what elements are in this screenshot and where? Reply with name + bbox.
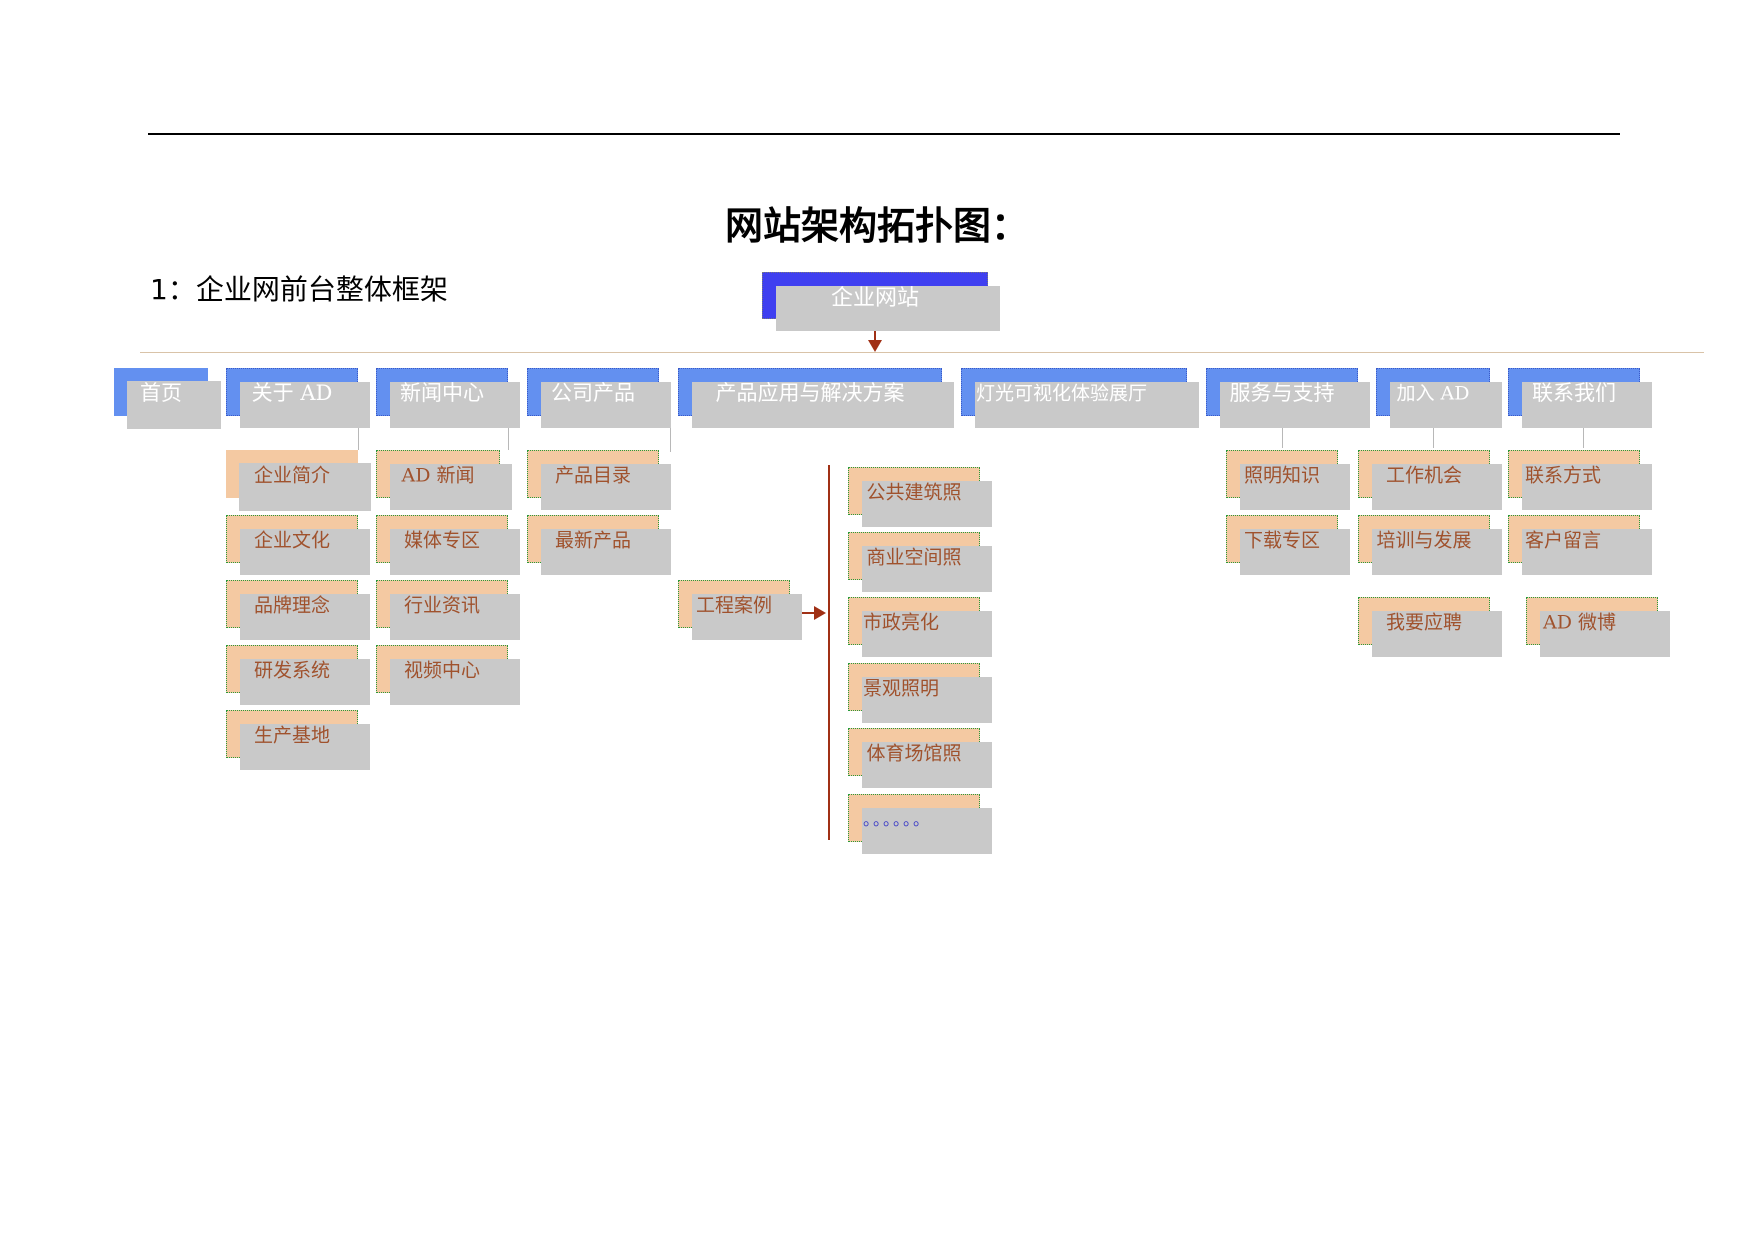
root-arrow [868,340,882,352]
case-item-label: 。。。。。。 [863,810,932,829]
about-item: 研发系统 [226,645,370,705]
category-contact-label: 联系我们 [1532,381,1616,405]
service-item: 下载专区 [1226,515,1350,575]
news-item: AD 新闻 [376,450,512,510]
category-showroom: 灯光可视化体验展厅 [961,368,1199,428]
news-item-label: 行业资讯 [403,594,480,617]
category-about: 关于 AD [226,368,370,428]
case-item: 景观照明 [848,663,992,723]
case-item: 体育场馆照 [848,728,992,788]
case-item-label: 景观照明 [863,677,940,700]
case-item: 公共建筑照 [848,467,992,527]
service-item-label: 照明知识 [1243,464,1320,487]
contact-item-label: 客户留言 [1525,529,1602,552]
product-item: 最新产品 [527,515,671,575]
case-item: 市政亮化 [848,597,992,657]
category-bus-line [140,352,1704,353]
product-item: 产品目录 [527,450,671,510]
contact-item: AD 微博 [1526,597,1670,657]
category-home: 首页 [114,368,221,429]
solutions-item-label: 工程案例 [695,594,772,617]
news-item-label: 媒体专区 [403,529,480,552]
join-item: 工作机会 [1358,450,1502,510]
about-item: 企业文化 [226,515,370,575]
about-item: 企业简介 [226,450,371,511]
contact-item: 联系方式 [1508,450,1652,510]
news-item: 行业资讯 [376,580,520,640]
category-join-label: 加入 AD [1396,382,1470,405]
category-about-label: 关于 AD [251,381,333,405]
case-item-label: 商业空间照 [866,546,962,569]
news-drop-line [508,426,509,450]
category-home-label: 首页 [140,381,182,405]
contact-item-label: 联系方式 [1525,464,1602,487]
about-item: 生产基地 [226,710,370,770]
case-arrow [814,606,826,620]
product-item-label: 最新产品 [554,529,631,552]
contact-item-label: AD 微博 [1543,611,1616,634]
news-item-label: AD 新闻 [401,464,475,487]
root-node-label: 企业网站 [830,285,919,311]
join-item-label: 工作机会 [1385,464,1462,487]
root-node: 企业网站 [762,272,1000,331]
category-service: 服务与支持 [1206,368,1370,428]
root-connector [874,320,876,342]
category-contact: 联系我们 [1508,368,1652,428]
case-item: 。。。。。。 [848,794,992,854]
category-showroom-label: 灯光可视化体验展厅 [976,382,1148,405]
about-item-label: 生产基地 [253,724,330,747]
category-news-label: 新闻中心 [400,381,484,405]
header-rule [148,133,1620,135]
category-service-label: 服务与支持 [1229,381,1335,405]
about-item-label: 品牌理念 [253,594,330,617]
service-drop-line [1282,426,1283,448]
news-item: 视频中心 [376,645,520,705]
about-item: 品牌理念 [226,580,370,640]
case-item-label: 体育场馆照 [866,742,962,765]
about-item-label: 企业文化 [253,529,330,552]
about-item-label: 企业简介 [253,464,330,487]
case-item-label: 市政亮化 [863,611,940,634]
news-item: 媒体专区 [376,515,520,575]
about-drop-line [358,426,359,450]
page-title: 网站架构拓扑图： [724,204,1029,248]
case-item-label: 公共建筑照 [866,481,962,504]
service-item-label: 下载专区 [1243,529,1320,552]
about-item-label: 研发系统 [253,659,330,682]
join-item: 培训与发展 [1358,515,1502,575]
case-connector [792,612,816,614]
case-item: 商业空间照 [848,532,992,592]
contact-item: 客户留言 [1508,515,1652,575]
join-drop-line [1433,426,1434,448]
products-drop-line [670,422,671,452]
contact-drop-line [1583,426,1584,448]
product-item-label: 产品目录 [554,464,631,487]
join-item: 我要应聘 [1358,597,1502,657]
news-item-label: 视频中心 [403,659,480,682]
category-products: 公司产品 [527,368,671,428]
join-item-label: 我要应聘 [1385,611,1462,634]
join-item-label: 培训与发展 [1376,529,1472,552]
category-products-label: 公司产品 [551,381,635,405]
section-heading: 1：企业网前台整体框架 [150,273,448,306]
solutions-item: 工程案例 [678,580,802,640]
case-bracket [828,465,830,840]
category-join: 加入 AD [1376,368,1502,428]
category-solutions-label: 产品应用与解决方案 [715,381,905,405]
category-solutions: 产品应用与解决方案 [678,368,954,428]
category-news: 新闻中心 [376,368,520,428]
service-item: 照明知识 [1226,450,1350,510]
